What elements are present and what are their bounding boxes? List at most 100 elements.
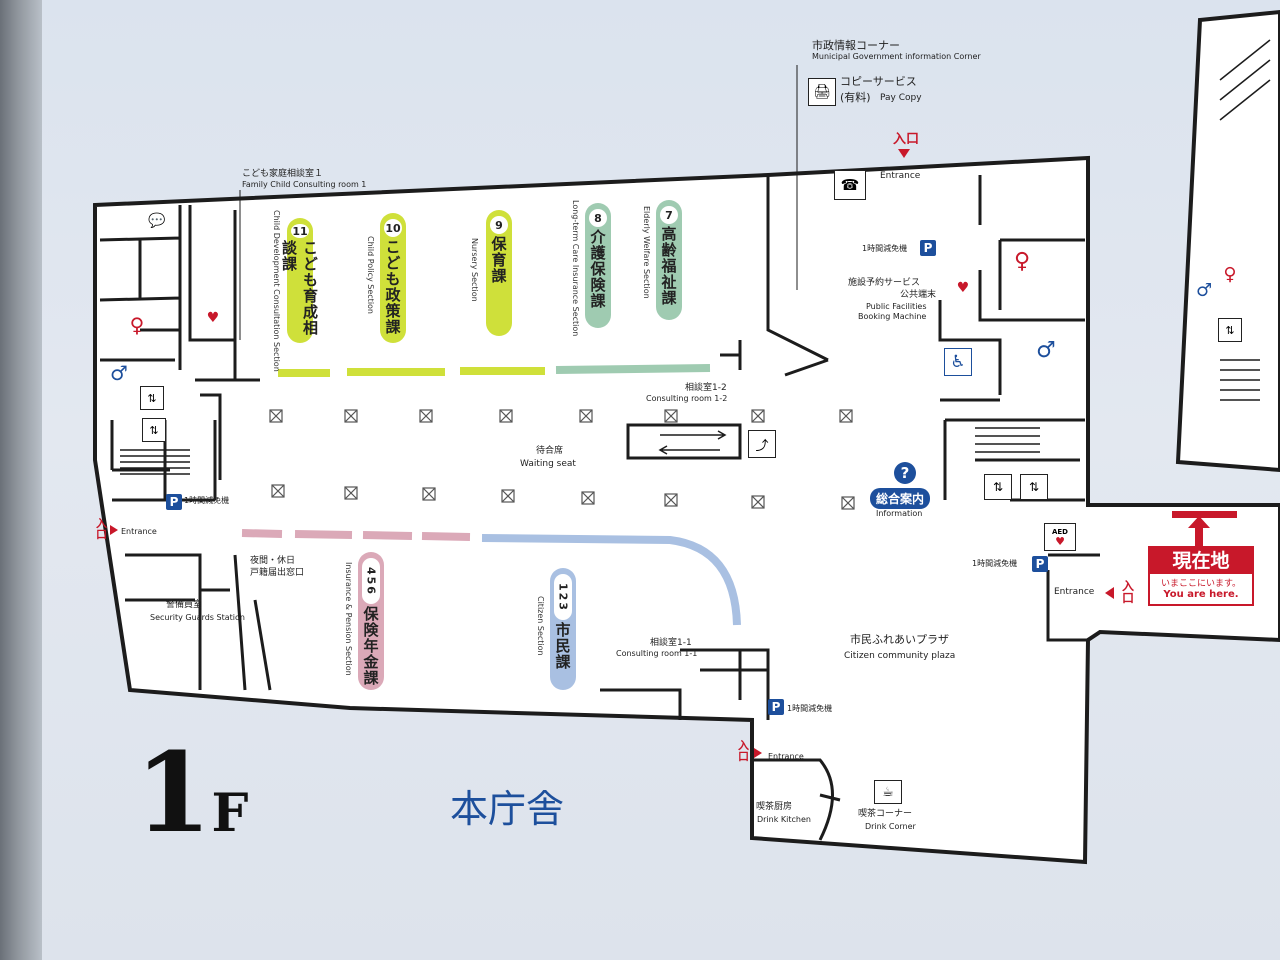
consult-11-jp: 相談室1-1 [650, 638, 692, 648]
floor-number: 1F [135, 738, 248, 848]
information-desk-label: 総合案内 [870, 488, 931, 509]
nursing-room-icon: ♥ [206, 310, 220, 326]
entrance-top-jp: 入口 [893, 132, 920, 147]
coffee-cup-icon: ☕ [874, 780, 902, 804]
female-toilet-icon: ♀ [1013, 248, 1031, 274]
section-456-pill: 456 保険年金課 [358, 552, 384, 690]
counter-bars [241, 364, 741, 626]
aed-label: AED [1051, 527, 1068, 536]
section-10-pill: 10 こども政策課 [380, 213, 406, 343]
section-9-pill: 9 保育課 [486, 210, 512, 336]
consult-12-en: Consulting room 1-2 [646, 394, 728, 403]
male-toilet-icon: ♂ [110, 361, 128, 385]
up-arrow-icon [1188, 516, 1210, 546]
aed-icon: AED ♥ [1044, 523, 1076, 551]
entrance-left-jp: 入口 [96, 517, 107, 541]
floor-digit: 1 [135, 728, 212, 857]
section-7-pill: 7 高齢福祉課 [656, 200, 682, 320]
elevator-icon: ⇅ [1020, 474, 1048, 500]
section-8-pill: 8 介護保険課 [585, 203, 611, 328]
night-window-jp1: 夜間・休日 [250, 556, 296, 566]
night-window-jp2: 戸籍届出窓口 [250, 568, 305, 578]
parking-icon: P [166, 494, 182, 510]
female-toilet-icon: ♀ [129, 313, 145, 337]
elevator-icon: ⇅ [142, 418, 166, 442]
drink-corner-jp: 喫茶コーナー [858, 809, 913, 819]
guard-room-en: Security Guards Station [150, 613, 245, 622]
parking-icon: P [1032, 556, 1048, 572]
you-are-here-bar [1172, 511, 1237, 518]
you-are-here-title: 現在地 [1150, 548, 1252, 574]
section-9-en: Nursery Section [470, 238, 479, 302]
information-en: Information [876, 509, 923, 518]
booking-terminal-icon: ♥ [956, 280, 970, 296]
section-123-en: Citizen Section [536, 596, 545, 656]
plaza-en: Citizen community plaza [844, 651, 956, 661]
section-7-en: Elderly Welfare Section [642, 206, 651, 299]
booking-label-en2: Booking Machine [858, 312, 927, 321]
guard-room-jp: 警備員室 [166, 600, 203, 610]
entrance-bottom-jp: 入口 [738, 739, 749, 763]
entrance-left-en: Entrance [121, 527, 157, 536]
kitchen-jp: 喫茶厨房 [756, 802, 793, 812]
municipal-corner-jp: 市政情報コーナー [812, 39, 900, 52]
parking-icon: P [920, 240, 936, 256]
copy-icon: 🖨 [808, 78, 836, 106]
floor-suffix: F [211, 783, 249, 844]
consult-11-en: Consulting room 1-1 [616, 649, 698, 658]
you-are-here-marker: 現在地 いまここにいます。 You are here. [1148, 546, 1254, 606]
entrance-right-jp: 入口 [1122, 579, 1135, 605]
entrance-bottom-arrow-icon [754, 748, 762, 758]
parking-icon: P [768, 699, 784, 715]
family-room-label-en: Family Child Consulting room 1 [242, 180, 367, 189]
kitchen-en: Drink Kitchen [757, 815, 811, 824]
booking-label-jp2: 公共端末 [900, 290, 937, 300]
annex-outline [1175, 9, 1280, 473]
municipal-corner-en: Municipal Government information Corner [812, 52, 981, 61]
section-11-en: Child Development Consultation Section [272, 210, 281, 372]
consultation-icon: 💬 [148, 213, 166, 229]
parking-stamp-label-4: 1時間減免機 [787, 704, 833, 713]
parking-stamp-label-3: 1時間減免機 [972, 559, 1018, 568]
entrance-right-arrow-icon [1105, 587, 1114, 599]
plaza-jp: 市民ふれあいプラザ [850, 633, 949, 646]
drink-corner-en: Drink Corner [865, 822, 916, 831]
copy-fee-jp: (有料) [840, 91, 871, 104]
entrance-top-en: Entrance [880, 171, 921, 181]
section-456-en: Insurance & Pension Section [344, 562, 353, 676]
section-10-en: Child Policy Section [366, 236, 375, 314]
accessible-toilet-icon: ♿ [944, 348, 972, 376]
female-toilet-icon: ♀ [1223, 263, 1237, 285]
parking-stamp-label-2: 1時間減免機 [184, 496, 230, 505]
section-11-pill: 11 こども育成相談課 [280, 218, 319, 343]
building-name: 本庁舎 [450, 787, 565, 831]
entrance-right-en: Entrance [1054, 587, 1095, 597]
consult-12-jp: 相談室1-2 [685, 383, 727, 393]
telephone-icon: ☎ [834, 170, 866, 200]
entrance-left-arrow-icon [110, 525, 118, 535]
section-123-pill: 123 市民課 [550, 568, 576, 690]
frame-edge [0, 0, 42, 960]
pillars [269, 409, 855, 510]
you-are-here-en: You are here. [1163, 589, 1239, 600]
heart-icon: ♥ [1055, 534, 1065, 548]
elevator-icon: ⇅ [984, 474, 1012, 500]
waiting-seat-jp: 待合席 [536, 446, 564, 456]
entrance-bottom-en: Entrance [768, 752, 804, 761]
section-8-en: Long-term Care Insurance Section [571, 200, 580, 337]
parking-stamp-label-1: 1時間減免機 [862, 244, 908, 253]
escalator-icon: ⤴ [748, 430, 776, 458]
male-toilet-icon: ♂ [1195, 279, 1213, 301]
male-toilet-icon: ♂ [1036, 337, 1056, 363]
booking-label-en1: Public Facilities [866, 302, 927, 311]
entrance-top-arrow-icon [898, 149, 910, 158]
elevator-icon: ⇅ [140, 386, 164, 410]
information-icon: ? [894, 462, 916, 484]
waiting-seat-en: Waiting seat [520, 459, 576, 469]
copy-service-en: Pay Copy [880, 93, 922, 103]
elevator-icon: ⇅ [1218, 318, 1242, 342]
family-room-label-jp: こども家庭相談室１ [242, 169, 324, 179]
you-are-here-jp: いまここにいます。 [1160, 579, 1242, 589]
booking-label-jp1: 施設予約サービス [848, 278, 921, 288]
copy-service-jp: コピーサービス [840, 75, 917, 88]
